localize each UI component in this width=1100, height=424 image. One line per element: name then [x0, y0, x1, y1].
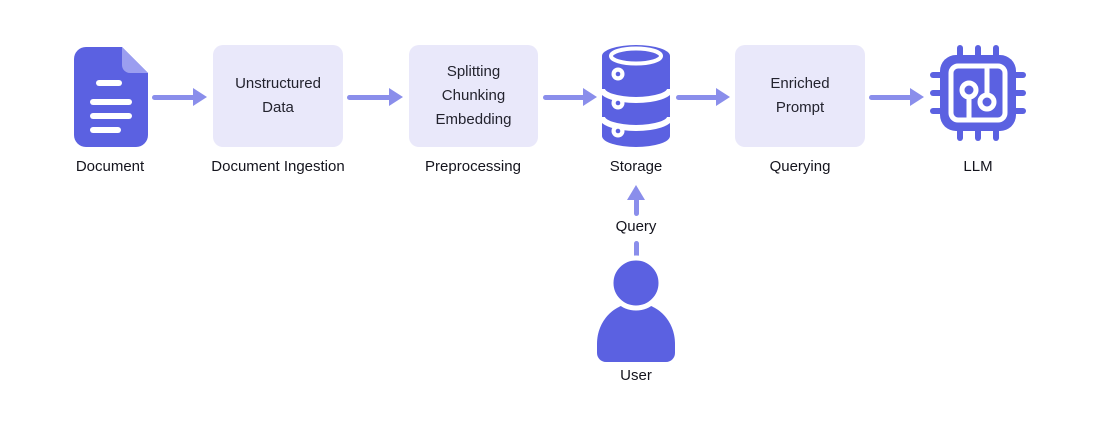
arrow-shaft: [869, 94, 913, 100]
user-icon: [597, 255, 675, 362]
box-text-line: Prompt: [775, 99, 825, 116]
query-arrow-lower-shaft: [634, 241, 639, 258]
box-text-line: Unstructured: [235, 75, 321, 92]
arrow-head-up-icon: [627, 185, 645, 200]
flow-node-querying: Enriched Prompt: [735, 45, 865, 147]
flow-node-llm: [930, 45, 1026, 141]
arrow-shaft: [676, 94, 719, 100]
box-text-line: Enriched: [770, 75, 830, 92]
flow-node-document-ingestion: Unstructured Data: [213, 45, 343, 147]
arrow-head-icon: [193, 88, 207, 106]
caption-document-ingestion: Document Ingestion: [211, 158, 345, 175]
arrow-head-icon: [583, 88, 597, 106]
query-arrow-upper-shaft: [634, 198, 639, 216]
flow-node-storage: [601, 44, 671, 148]
document-icon: [74, 47, 148, 147]
arrow-document-to-ingestion: [152, 87, 207, 107]
flow-node-preprocessing: Splitting Chunking Embedding: [409, 45, 538, 147]
caption-preprocessing: Preprocessing: [425, 158, 521, 175]
box-text-line: Embedding: [435, 111, 512, 128]
box-text-line: Data: [262, 99, 294, 116]
query-arrow-label: Query: [615, 218, 657, 235]
caption-querying: Querying: [769, 158, 831, 175]
box-text-line: Splitting: [446, 63, 501, 80]
arrow-head-icon: [389, 88, 403, 106]
caption-storage: Storage: [609, 158, 663, 175]
flow-node-user: [590, 255, 682, 363]
flow-node-document: [74, 47, 148, 147]
arrow-preprocessing-to-storage: [543, 87, 597, 107]
arrow-shaft: [152, 94, 196, 100]
arrow-ingestion-to-preprocessing: [347, 87, 403, 107]
caption-llm: LLM: [963, 158, 993, 175]
chip-icon: [930, 45, 1026, 141]
database-icon: [601, 45, 671, 147]
box-text-line: Chunking: [441, 87, 506, 104]
arrow-shaft: [543, 94, 586, 100]
arrow-shaft: [347, 94, 392, 100]
caption-user: User: [620, 367, 652, 384]
arrow-head-icon: [716, 88, 730, 106]
caption-document: Document: [75, 158, 145, 175]
arrow-head-icon: [910, 88, 924, 106]
arrow-storage-to-querying: [676, 87, 730, 107]
arrow-querying-to-llm: [869, 87, 924, 107]
